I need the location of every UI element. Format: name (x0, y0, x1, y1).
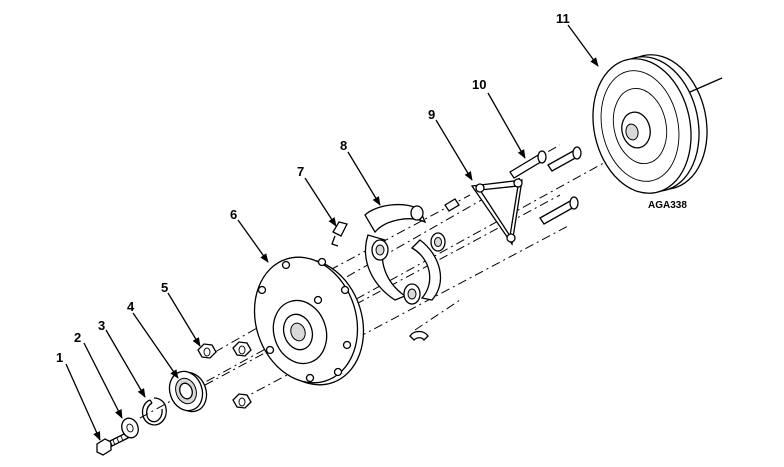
leader-lines (65, 24, 599, 441)
bearing-part (168, 370, 208, 413)
flange-bolt-holes (257, 257, 352, 383)
pin-part (509, 146, 582, 225)
callout-6: 6 (230, 207, 237, 222)
callout-1: 1 (56, 350, 63, 365)
triangular-plate-part (444, 178, 523, 246)
pulley-part (592, 54, 723, 194)
circlip-part (141, 397, 167, 426)
nut-part (197, 341, 252, 409)
callout-10: 10 (472, 77, 486, 92)
drawing-code: AGA338 (648, 200, 687, 211)
callout-labels: 1 2 3 4 5 6 7 8 9 10 11 AGA338 (56, 11, 687, 365)
callout-11: 11 (556, 11, 570, 26)
callout-4: 4 (127, 299, 135, 314)
callout-9: 9 (428, 107, 435, 122)
washer-part (121, 417, 139, 439)
callout-3: 3 (98, 318, 105, 333)
callout-7: 7 (297, 164, 304, 179)
clutch-shoe-part (364, 203, 446, 305)
callout-8: 8 (340, 138, 347, 153)
bolt-part (96, 432, 129, 456)
callout-2: 2 (74, 330, 81, 345)
callout-5: 5 (161, 280, 168, 295)
flange-plate-part (253, 256, 365, 386)
clip-part (331, 221, 429, 342)
